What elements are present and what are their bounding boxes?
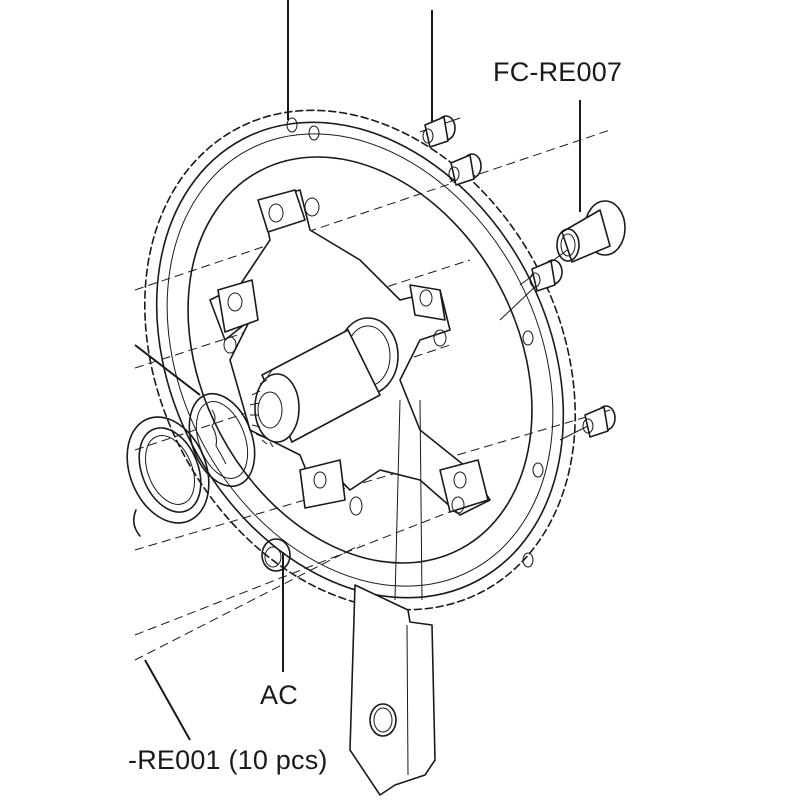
label-fc-re001: -RE001 (10 pcs) — [128, 745, 328, 775]
bb-bearing — [126, 416, 210, 537]
label-fc-re007: FC-RE007 — [493, 57, 623, 87]
crank-arm — [349, 399, 436, 796]
chainring — [143, 109, 577, 611]
chainring-bolt — [529, 259, 563, 292]
chainring-bolt — [448, 153, 482, 186]
leader-lines — [134, 0, 581, 741]
chainring-bolt — [422, 115, 456, 148]
axle-splines — [249, 369, 274, 448]
leader-washer — [134, 344, 201, 396]
label-ac: AC — [260, 680, 298, 710]
leader-fc-re001 — [144, 659, 191, 741]
chainring-bolt — [582, 405, 616, 438]
crank-fixing-bolt — [556, 200, 626, 263]
crank-axle — [249, 317, 399, 448]
spacer-ac — [261, 538, 291, 572]
chainring-bolts — [422, 115, 616, 438]
